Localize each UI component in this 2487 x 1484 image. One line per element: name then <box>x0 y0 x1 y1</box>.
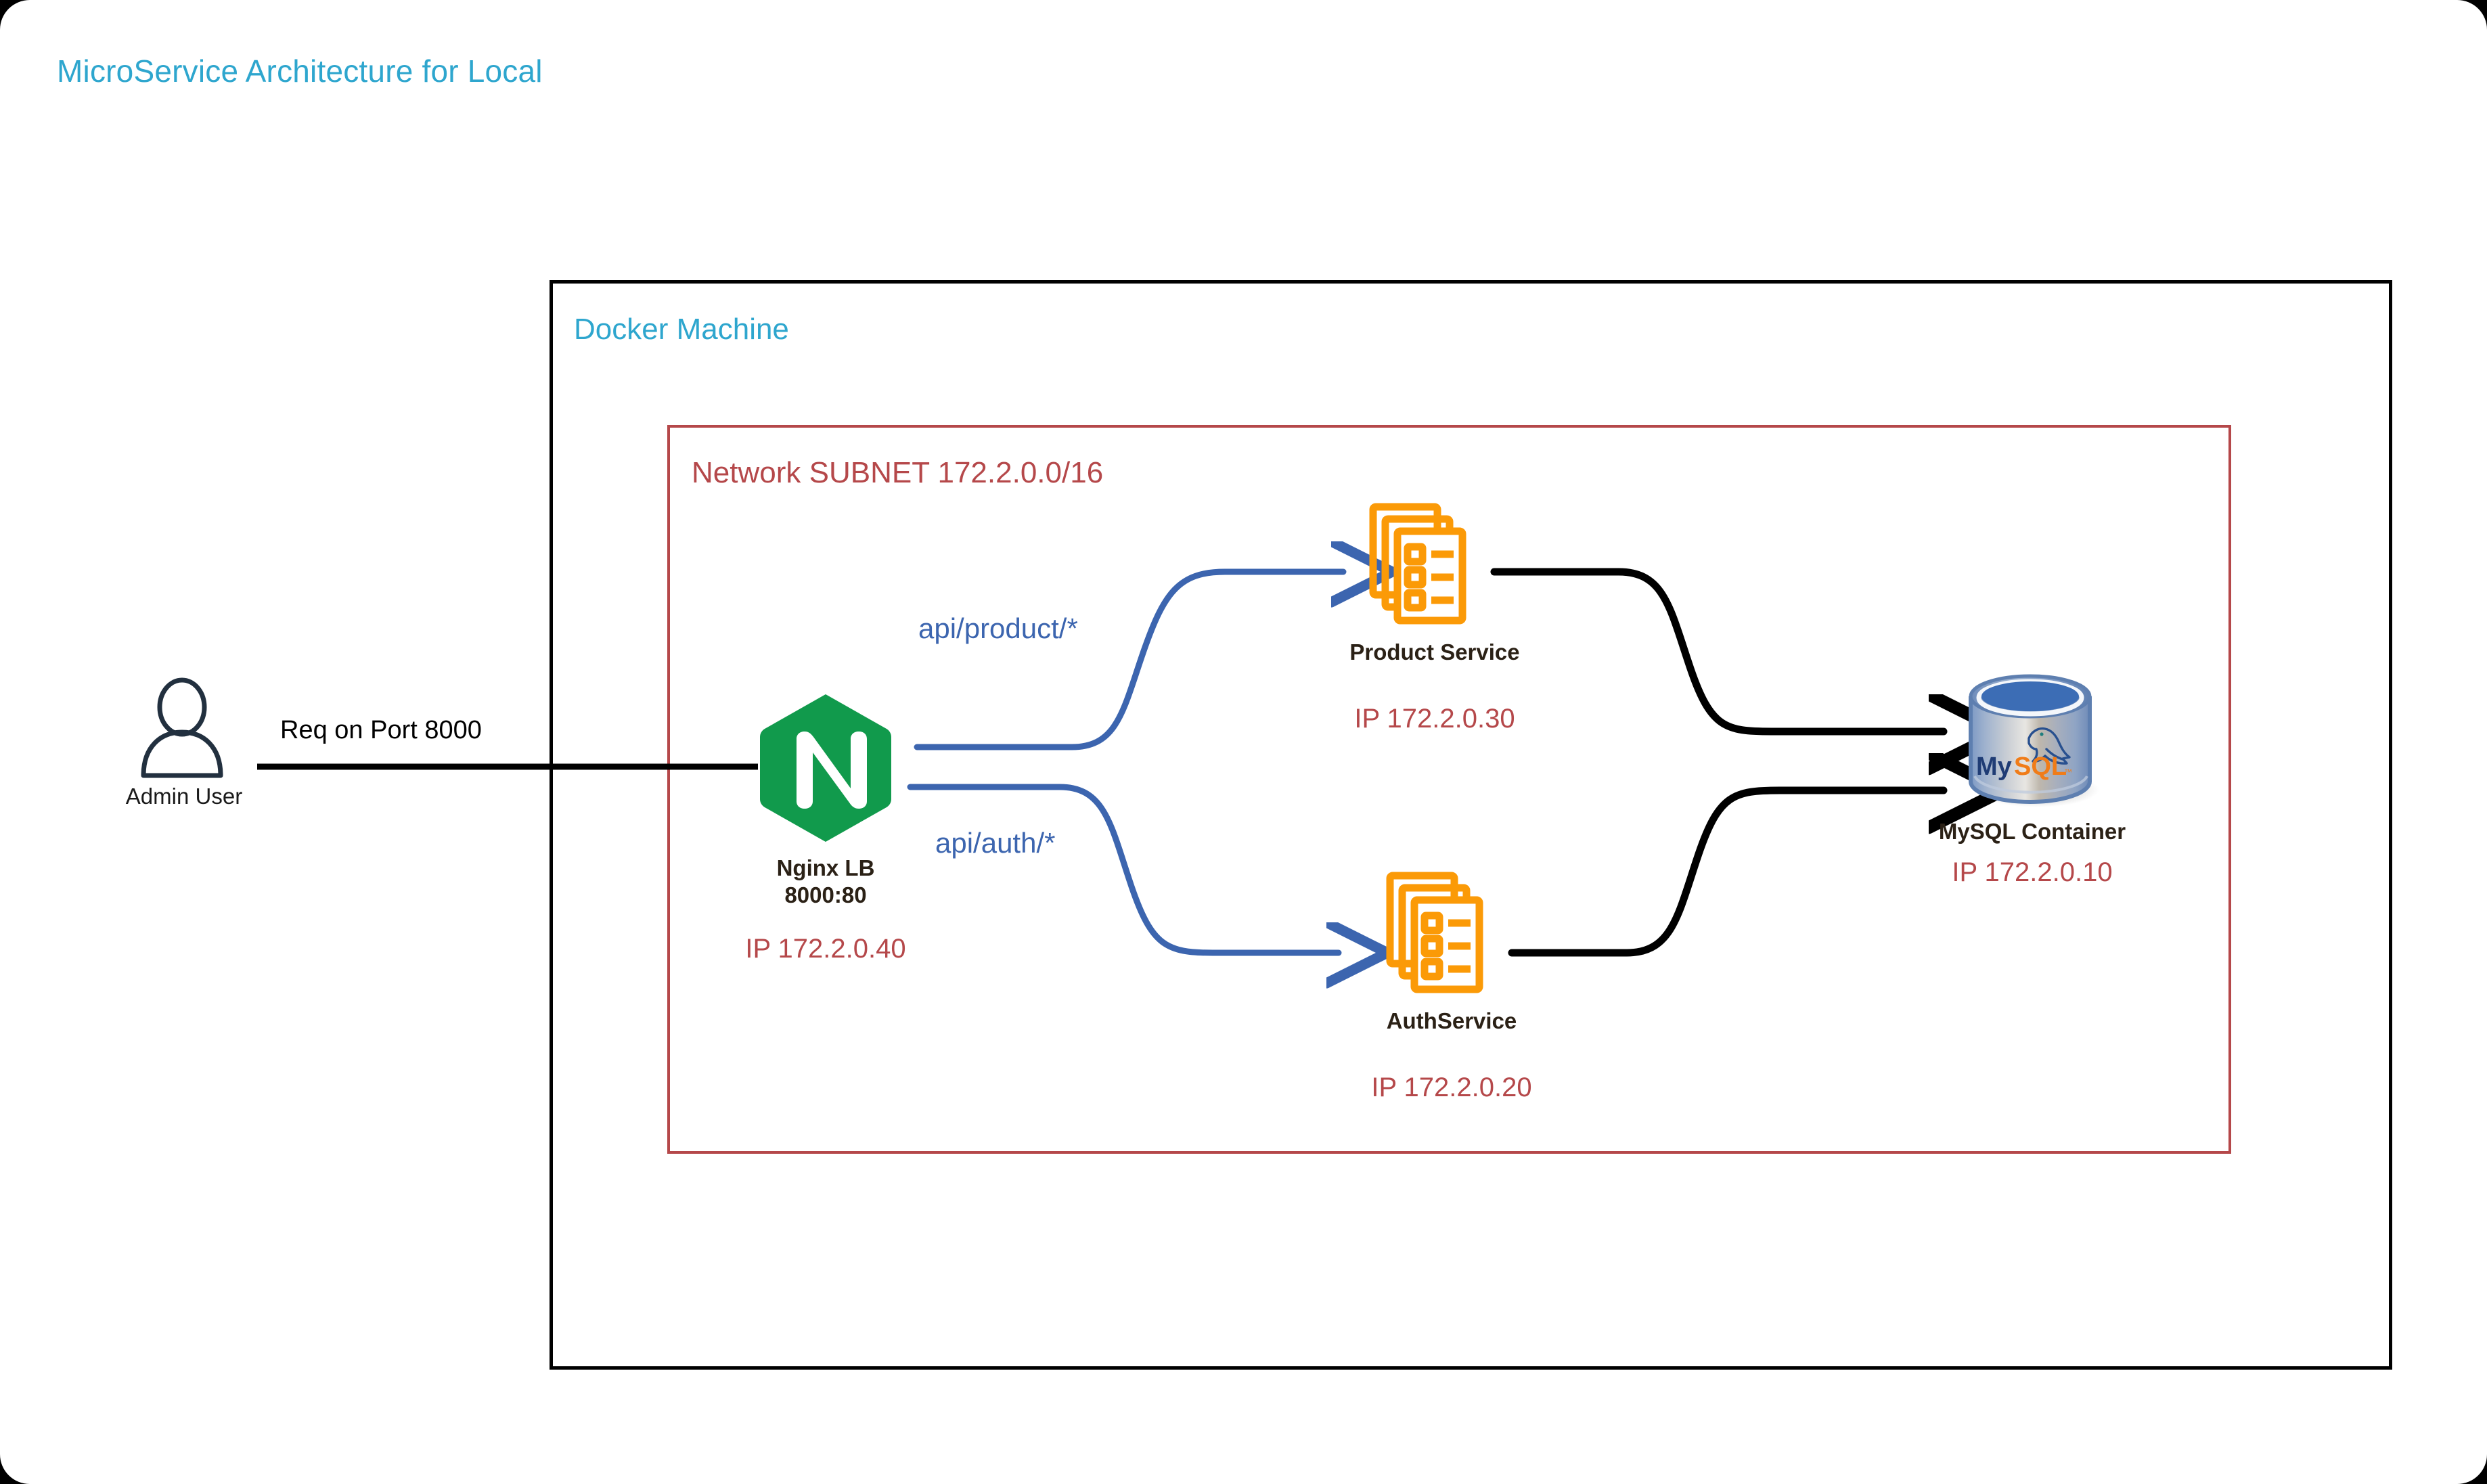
node-auth-service[interactable]: AuthService IP 172.2.0.20 <box>1371 870 1532 1140</box>
stacked-documents-icon <box>1369 503 1466 625</box>
edge-label-req-on-port: Req on Port 8000 <box>280 716 482 744</box>
node-mysql-container[interactable]: My SQL ™ MySQL Container IP 172.2.0.10 <box>1939 673 2126 903</box>
edge-label-api-product: api/product/* <box>918 612 1078 644</box>
nginx-lb-label: Nginx LB 8000:80 <box>776 855 875 908</box>
page-title: MicroService Architecture for Local <box>57 53 543 89</box>
network-subnet-container <box>667 425 2231 1154</box>
stacked-documents-icon <box>1386 872 1483 993</box>
edge-label-api-auth: api/auth/* <box>935 827 1056 859</box>
node-nginx-lb[interactable]: Nginx LB 8000:80 IP 172.2.0.40 <box>738 690 914 964</box>
admin-user-label: Admin User <box>125 784 243 809</box>
product-service-label: Product Service <box>1349 639 1520 665</box>
svg-text:My: My <box>1976 752 2012 781</box>
svg-text:SQL: SQL <box>2014 752 2067 781</box>
mysql-container-ip: IP 172.2.0.10 <box>1952 857 2113 887</box>
docker-machine-label: Docker Machine <box>574 313 789 346</box>
docker-machine-container <box>550 280 2392 1370</box>
auth-service-ip: IP 172.2.0.20 <box>1371 1073 1532 1102</box>
product-service-ip: IP 172.2.0.30 <box>1354 704 1515 734</box>
network-subnet-label: Network SUBNET 172.2.0.0/16 <box>692 456 1104 489</box>
auth-service-label: AuthService <box>1386 1008 1517 1033</box>
svg-text:™: ™ <box>2064 767 2072 777</box>
mysql-container-label: MySQL Container <box>1938 819 2126 844</box>
nginx-lb-ip: IP 172.2.0.40 <box>745 934 906 964</box>
node-product-service[interactable]: Product Service IP 172.2.0.30 <box>1349 501 1520 771</box>
node-admin-user[interactable]: Admin User <box>103 677 265 826</box>
person-icon <box>141 677 223 778</box>
mysql-database-cylinder-icon: My SQL ™ <box>1969 674 2099 807</box>
nginx-logo-icon <box>760 694 891 842</box>
